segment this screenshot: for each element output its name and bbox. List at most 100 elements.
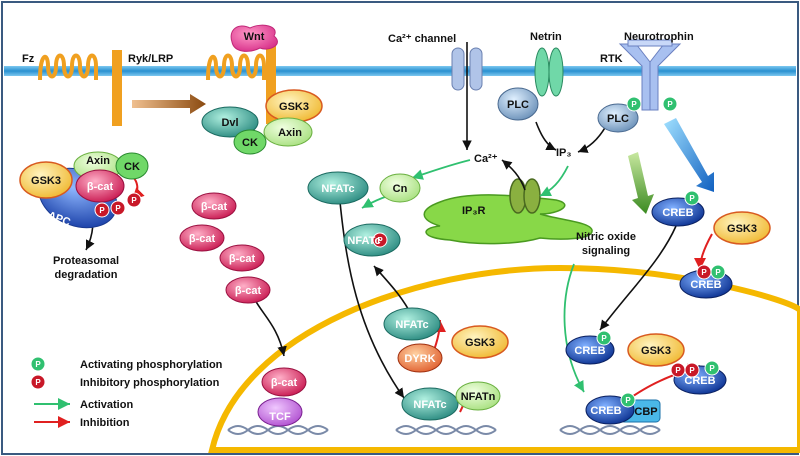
nfatc-node-3: [383, 307, 441, 341]
fz-receptor: [38, 53, 98, 81]
nfatc-4-label: NFATc: [413, 399, 446, 411]
creb-4-label: CREB: [684, 375, 715, 387]
degradation-label-2: degradation: [55, 269, 118, 281]
gsk3-node-creb-bottom: [627, 333, 685, 367]
nfatc-1-label: NFATc: [321, 183, 354, 195]
creb-5-label: CREB: [590, 405, 621, 417]
dna-strands: [227, 425, 661, 435]
cbp-label: CBP: [634, 406, 657, 418]
p-rtk-2: P: [667, 100, 673, 109]
ca-channel-label: Ca²⁺ channel: [388, 33, 456, 45]
plc-right-label: PLC: [607, 113, 629, 125]
p-bcat-2: P: [115, 204, 121, 213]
gsk3-node: [19, 161, 73, 199]
gsk3-nfat-label: GSK3: [465, 337, 495, 349]
p-creb-4b: P: [675, 366, 681, 375]
axin-label: Axin: [86, 155, 110, 167]
bcat-stack-1-label: β-cat: [201, 201, 228, 213]
gsk3-node-nfat: [451, 325, 509, 359]
p-legend-green: P: [35, 360, 41, 369]
p-creb-4c: P: [689, 366, 695, 375]
nfatc-node-1: [307, 171, 369, 205]
cn-node: [379, 173, 421, 203]
no-signaling-label-2: signaling: [582, 245, 630, 257]
ck-node: [115, 152, 149, 180]
p-legend-red: P: [35, 378, 41, 387]
bcat-stack-4-label: β-cat: [235, 285, 262, 297]
dvl-label: Dvl: [221, 117, 238, 129]
nfatc-3-label: NFATc: [395, 319, 428, 331]
nfatn-node: [455, 381, 501, 411]
creb-1-label: CREB: [662, 207, 693, 219]
p-creb-2b: P: [701, 268, 707, 277]
nfatn-label: NFATn: [461, 391, 496, 403]
plasma-membrane: [4, 66, 796, 76]
bcat-stack-3-label: β-cat: [229, 253, 256, 265]
bcat-stack-2: [179, 224, 225, 252]
plc-left-node: [497, 87, 539, 121]
neurotrophin-label: Neurotrophin: [624, 31, 694, 43]
gsk3-label: GSK3: [31, 175, 61, 187]
gsk3-creb-top-label: GSK3: [727, 223, 757, 235]
bcat-node-complex: [75, 169, 125, 203]
no-signaling-label-1: Nitric oxide: [576, 231, 636, 243]
rtk-to-creb-arrow: [664, 118, 714, 192]
inhibitory-phosphates: [30, 192, 712, 390]
plc-left-label: PLC: [507, 99, 529, 111]
p-creb-4a: P: [709, 364, 715, 373]
ryk-lrp-receptor-active: [266, 44, 276, 124]
netrin-label: Netrin: [530, 31, 562, 43]
bcat-complex-label: β-cat: [87, 181, 114, 193]
p-creb-1: P: [689, 194, 695, 203]
ca2-label: Ca²⁺: [474, 153, 498, 165]
bcat-stack-2-label: β-cat: [189, 233, 216, 245]
p-rtk-1: P: [631, 100, 637, 109]
plc-right-node: [597, 103, 639, 133]
rtk-label: RTK: [600, 53, 623, 65]
legend-inhibitory-label: Inhibitory phosphorylation: [80, 377, 220, 389]
wnt-ligand: [230, 24, 278, 52]
bcat-stack-3: [219, 244, 265, 272]
netrin-receptor: [534, 47, 564, 97]
wnt-label: Wnt: [244, 31, 265, 43]
nitric-oxide-arrow: [628, 152, 654, 214]
creb-3-label: CREB: [574, 345, 605, 357]
fz-receptor-active: [206, 53, 266, 81]
dyrk-label: DYRK: [404, 353, 435, 365]
nucleus-envelope: [208, 264, 800, 453]
nfatc-node-4: [401, 387, 459, 421]
tcf-label: TCF: [269, 411, 291, 423]
gsk3-wnt-label: GSK3: [279, 101, 309, 113]
gsk3-creb-bottom-label: GSK3: [641, 345, 671, 357]
axin-node-wnt: [263, 117, 313, 147]
fz-label: Fz: [22, 53, 35, 65]
cn-label: Cn: [393, 183, 408, 195]
ryk-lrp-receptor: [112, 50, 122, 126]
calcium-channel: [451, 47, 483, 91]
ryk-lrp-label: Ryk/LRP: [128, 53, 173, 65]
axin-wnt-label: Axin: [278, 127, 302, 139]
bcat-nuclear-label: β-cat: [271, 377, 298, 389]
bcat-nuclear: [261, 367, 307, 397]
bcat-stack-4: [225, 276, 271, 304]
ck-label: CK: [124, 161, 140, 173]
degradation-label-1: Proteasomal: [53, 255, 119, 267]
legend-activation-label: Activation: [80, 399, 133, 411]
bcat-stack-1: [191, 192, 237, 220]
p-creb-5: P: [625, 396, 631, 405]
ck-node-wnt: [233, 129, 267, 155]
gsk3-node-creb-top: [713, 211, 771, 245]
activating-phosphates: [30, 96, 726, 408]
rtk-receptor: [618, 39, 682, 111]
ip3r-label: IP₃R: [462, 205, 485, 217]
p-bcat-1: P: [99, 206, 105, 215]
dyrk-node: [397, 343, 443, 373]
nfatc-node-2: [343, 223, 401, 257]
p-nfatc: P: [377, 236, 383, 245]
ip3r-channel: [509, 178, 541, 214]
creb-2-label: CREB: [690, 279, 721, 291]
dvl-node: [201, 106, 259, 138]
p-creb-2a: P: [715, 268, 721, 277]
